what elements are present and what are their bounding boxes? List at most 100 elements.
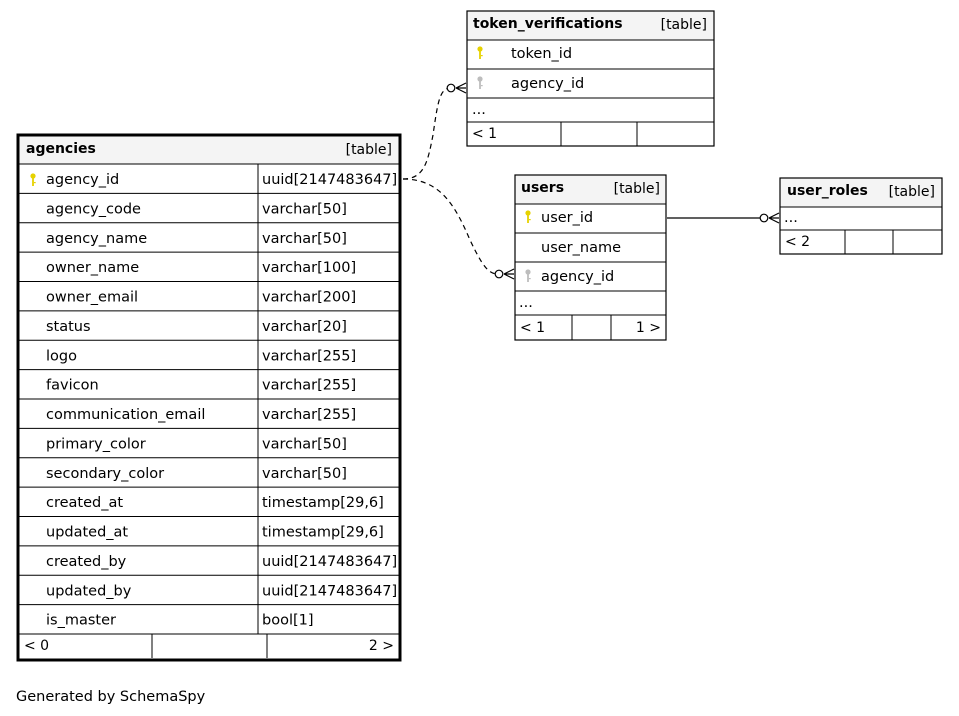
table-row[interactable]: status varchar[20] bbox=[18, 310, 400, 335]
users-header-bg bbox=[515, 175, 666, 204]
column-name: created_at bbox=[46, 495, 123, 511]
users-row[interactable]: user_id bbox=[525, 210, 593, 226]
column-name: secondary_color bbox=[46, 466, 164, 482]
token-verifications-row[interactable]: token_id bbox=[477, 46, 572, 62]
crowfoot-token bbox=[455, 82, 467, 94]
table-row[interactable]: agency_id uuid[2147483647] bbox=[30, 172, 397, 188]
table-row[interactable]: primary_color varchar[50] bbox=[18, 427, 400, 452]
table-row[interactable]: agency_code varchar[50] bbox=[18, 192, 400, 217]
column-type: varchar[50] bbox=[262, 201, 347, 217]
token-verifications-border bbox=[466, 10, 715, 147]
agencies-border bbox=[16, 133, 402, 662]
column-name: favicon bbox=[46, 378, 99, 394]
column-name: communication_email bbox=[46, 407, 205, 423]
agencies-title: agencies bbox=[26, 141, 96, 157]
table-row[interactable]: created_by uuid[2147483647] bbox=[18, 545, 400, 570]
agencies-header-bg bbox=[18, 135, 400, 164]
token-verifications-header-bg bbox=[467, 11, 714, 40]
column-type: uuid[2147483647] bbox=[262, 583, 397, 599]
users-border bbox=[514, 174, 667, 341]
users-footer-left: < 1 bbox=[520, 320, 545, 336]
column-name: owner_name bbox=[46, 260, 139, 276]
column-name: primary_color bbox=[46, 436, 146, 452]
relation-agencies-token-verifications bbox=[402, 87, 452, 180]
relation-agencies-users bbox=[402, 178, 499, 275]
connector-ends bbox=[446, 82, 780, 280]
table-user-roles[interactable]: user_roles [table] ... < 2 bbox=[779, 177, 943, 255]
column-type: varchar[255] bbox=[262, 407, 356, 423]
crowfoot-users bbox=[503, 268, 515, 280]
table-row[interactable]: updated_at timestamp[29,6] bbox=[18, 516, 400, 541]
column-type: varchar[100] bbox=[262, 260, 356, 276]
token-verifications-footer-left: < 1 bbox=[472, 126, 497, 142]
column-name: owner_email bbox=[46, 290, 138, 306]
column-type: uuid[2147483647] bbox=[262, 172, 397, 188]
column-type: varchar[50] bbox=[262, 466, 347, 482]
token-verifications-ellipsis: ... bbox=[472, 102, 486, 118]
token-verifications-title: token_verifications bbox=[473, 16, 623, 32]
column-type: varchar[255] bbox=[262, 378, 356, 394]
column-type: varchar[255] bbox=[262, 348, 356, 364]
user-roles-footer-left: < 2 bbox=[785, 234, 810, 250]
table-row[interactable]: owner_name varchar[100] bbox=[18, 251, 400, 276]
token-verifications-kind: [table] bbox=[661, 17, 707, 33]
table-agencies[interactable]: agencies [table] agency_id uuid[214748364… bbox=[16, 133, 402, 662]
agencies-footer-right: 2 > bbox=[369, 638, 394, 654]
column-name: agency_name bbox=[46, 231, 147, 247]
user-roles-header-bg bbox=[780, 178, 942, 207]
table-row[interactable]: favicon varchar[255] bbox=[18, 369, 400, 394]
table-row[interactable]: logo varchar[255] bbox=[18, 339, 400, 364]
table-row[interactable]: communication_email varchar[255] bbox=[18, 398, 400, 423]
column-name: is_master bbox=[46, 613, 116, 629]
primary-key-icon bbox=[30, 173, 36, 186]
users-title: users bbox=[521, 180, 564, 196]
token-verifications-col-agency-id: agency_id bbox=[511, 76, 584, 92]
users-kind: [table] bbox=[614, 181, 660, 197]
users-footer-right: 1 > bbox=[636, 320, 661, 336]
column-name: agency_code bbox=[46, 201, 141, 217]
table-users[interactable]: users [table] user_id user_name agency_i… bbox=[514, 174, 667, 341]
column-type: timestamp[29,6] bbox=[262, 525, 384, 541]
users-row[interactable]: agency_id bbox=[525, 269, 614, 285]
table-row[interactable]: secondary_color varchar[50] bbox=[18, 457, 400, 482]
user-roles-ellipsis: ... bbox=[784, 210, 798, 226]
table-row[interactable]: is_master bool[1] bbox=[18, 604, 400, 629]
table-token-verifications[interactable]: token_verifications [table] token_id age… bbox=[466, 10, 715, 147]
crowfoot-user-roles bbox=[768, 212, 780, 224]
zero-marker-users bbox=[494, 269, 504, 279]
agencies-footer-left: < 0 bbox=[24, 638, 49, 654]
users-col-user-name: user_name bbox=[541, 240, 621, 256]
zero-marker-token bbox=[446, 83, 456, 93]
primary-key-icon bbox=[525, 210, 531, 223]
users-col-agency-id: agency_id bbox=[541, 269, 614, 285]
generated-by-label: Generated by SchemaSpy bbox=[16, 689, 206, 705]
column-type: varchar[200] bbox=[262, 290, 356, 306]
column-type: varchar[50] bbox=[262, 436, 347, 452]
column-type: bool[1] bbox=[262, 613, 314, 629]
table-row[interactable]: agency_name varchar[50] bbox=[18, 222, 400, 247]
token-verifications-row[interactable]: agency_id bbox=[477, 76, 584, 92]
user-roles-kind: [table] bbox=[889, 184, 935, 200]
table-row[interactable]: owner_email varchar[200] bbox=[18, 281, 400, 306]
column-name: agency_id bbox=[46, 172, 119, 188]
column-name: logo bbox=[46, 348, 77, 364]
column-name: status bbox=[46, 319, 91, 335]
user-roles-border bbox=[779, 177, 943, 255]
users-ellipsis: ... bbox=[519, 295, 533, 311]
column-name: created_by bbox=[46, 554, 127, 570]
foreign-key-icon bbox=[525, 269, 531, 282]
users-col-user-id: user_id bbox=[541, 210, 593, 226]
token-verifications-col-token-id: token_id bbox=[511, 46, 572, 62]
primary-key-icon bbox=[477, 46, 483, 59]
column-type: varchar[50] bbox=[262, 231, 347, 247]
column-type: varchar[20] bbox=[262, 319, 347, 335]
column-name: updated_at bbox=[46, 525, 128, 541]
relationships bbox=[402, 87, 764, 275]
agencies-kind: [table] bbox=[346, 142, 392, 158]
user-roles-title: user_roles bbox=[787, 183, 868, 199]
column-type: uuid[2147483647] bbox=[262, 554, 397, 570]
